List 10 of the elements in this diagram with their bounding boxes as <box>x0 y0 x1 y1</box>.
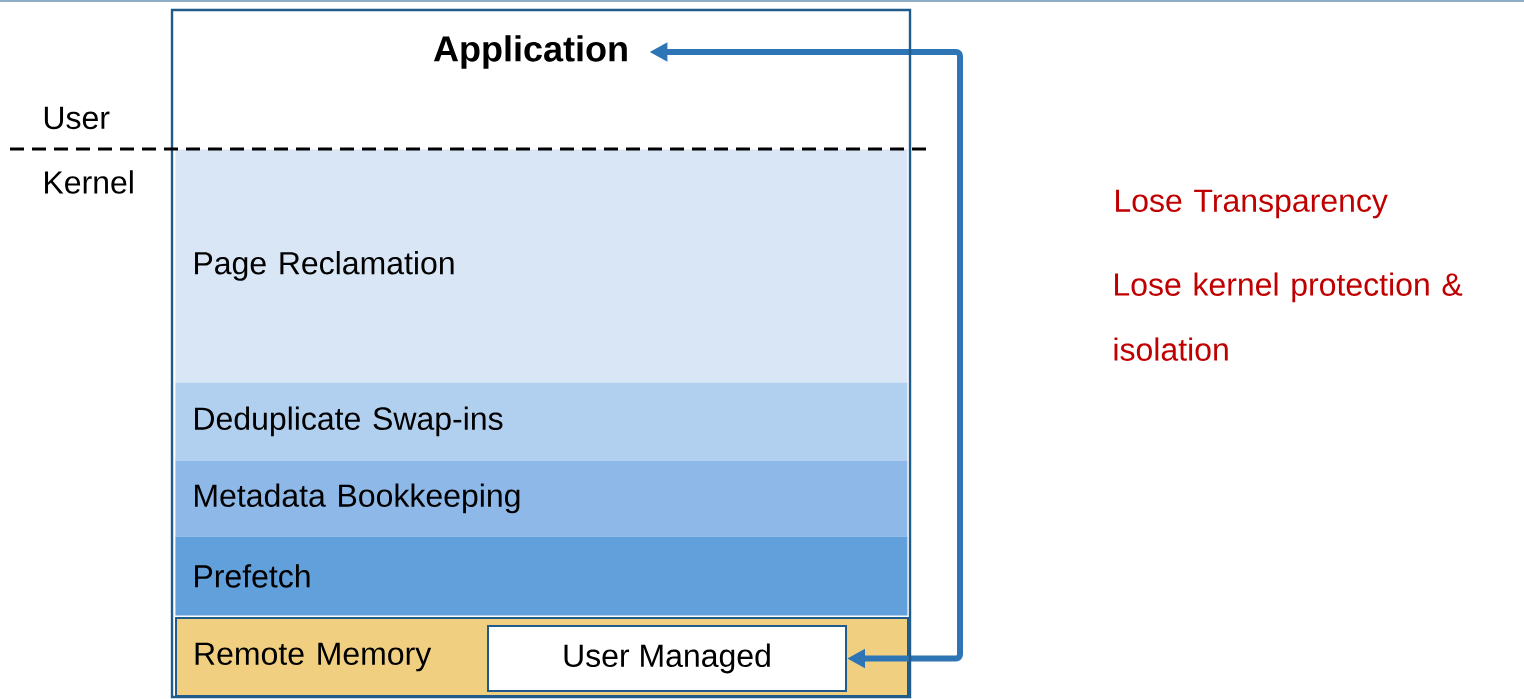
heading: Application <box>433 35 627 69</box>
layer-band: Metadata Bookkeeping <box>175 460 908 537</box>
side-label: User <box>44 106 110 130</box>
layer-band: Prefetch <box>175 536 908 616</box>
layer-band: Deduplicate Swap-ins <box>175 382 908 461</box>
note-text: Lose Transparency <box>1116 189 1388 219</box>
note-text: Lose kernel protection & isolation <box>1114 272 1463 361</box>
layer-band: Page Reclamation <box>175 149 908 383</box>
managed-box: User Managed <box>487 625 847 692</box>
side-label: Kernel <box>45 170 133 194</box>
